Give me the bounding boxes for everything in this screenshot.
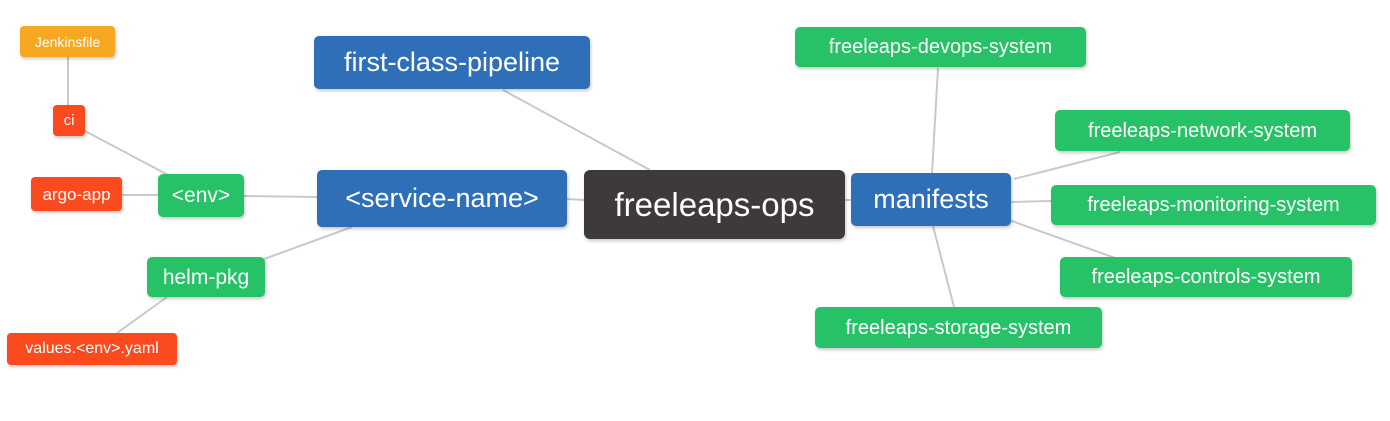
node-values-env-yaml[interactable]: values.<env>.yaml [7,333,177,365]
node-ci[interactable]: ci [53,105,85,136]
node-freeleaps-storage-system[interactable]: freeleaps-storage-system [815,307,1102,348]
edge-manifests-storage [932,225,955,308]
node-freeleaps-monitoring-system[interactable]: freeleaps-monitoring-system [1051,185,1376,225]
node-service-name[interactable]: <service-name> [317,170,567,227]
node-freeleaps-devops-system[interactable]: freeleaps-devops-system [795,27,1086,67]
node-freeleaps-controls-system[interactable]: freeleaps-controls-system [1060,257,1352,297]
edge-manifests-devops [931,67,939,174]
node-env[interactable]: <env> [158,174,244,217]
node-first-class-pipeline[interactable]: first-class-pipeline [314,36,590,89]
node-argo-app[interactable]: argo-app [31,177,122,211]
edge-pipeline-freeleaps-ops [502,89,651,171]
node-freeleaps-network-system[interactable]: freeleaps-network-system [1055,110,1350,151]
node-jenkinsfile[interactable]: Jenkinsfile [20,26,115,57]
node-helm-pkg[interactable]: helm-pkg [147,257,265,297]
edge-service-freeleaps-ops [566,198,585,201]
edge-helm-pkg-service-name [263,226,353,260]
node-freeleaps-ops-root[interactable]: freeleaps-ops [584,170,845,239]
edge-manifests-monitoring [1010,200,1052,203]
edge-ci-env [84,130,171,177]
edge-env-service-name [243,195,318,198]
edge-values-helm-pkg [116,296,168,334]
edge-manifests-network [1013,151,1121,180]
node-manifests[interactable]: manifests [851,173,1011,226]
edge-manifests-controls [1008,219,1119,260]
